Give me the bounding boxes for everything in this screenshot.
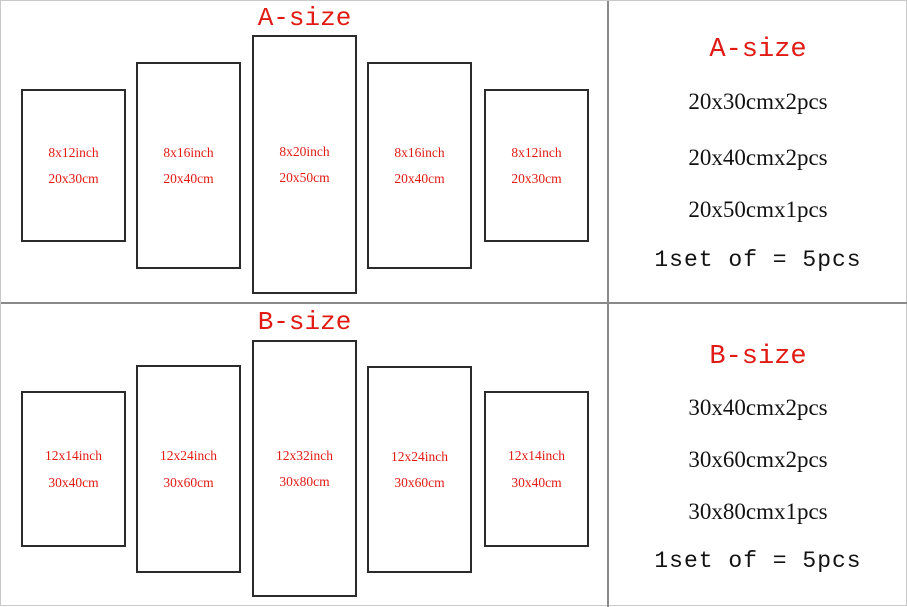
vertical-divider	[607, 1, 609, 607]
spec-b-line-2: 30x60cmx2pcs	[688, 447, 828, 472]
panel-b-5-cm: 30x40cm	[511, 474, 562, 490]
panel-a-3: 8x20inch 20x50cm	[252, 35, 357, 294]
panel-a-5-inch: 8x12inch	[511, 144, 562, 160]
panel-b-1: 12x14inch 30x40cm	[21, 391, 126, 547]
panel-a-1-inch: 8x12inch	[48, 144, 99, 160]
panel-a-3-cm: 20x50cm	[279, 170, 330, 185]
spec-b-title: B-size	[709, 342, 807, 372]
section-b-size: B-size 12x14inch 30x40cm 12x24inch 30x60…	[1, 304, 907, 607]
panel-b-3-cm: 30x80cm	[279, 474, 330, 489]
panel-b-1-inch: 12x14inch	[45, 448, 102, 463]
panel-a-2-cm: 20x40cm	[163, 171, 214, 186]
panel-a-4-inch: 8x16inch	[394, 144, 445, 160]
spec-b-line-1: 30x40cmx2pcs	[688, 395, 828, 420]
spec-b-total: 1set of = 5pcs	[654, 548, 862, 574]
spec-a-line-1: 20x30cmx2pcs	[688, 89, 828, 114]
spec-a-line-2: 20x40cmx2pcs	[688, 145, 828, 170]
section-b-panels-area: B-size 12x14inch 30x40cm 12x24inch 30x60…	[1, 304, 608, 607]
panel-b-4-cm: 30x60cm	[394, 475, 445, 490]
panel-b-2-cm: 30x60cm	[163, 474, 214, 490]
panel-a-1-cm: 20x30cm	[48, 171, 99, 186]
spec-b-line-3: 30x80cmx1pcs	[688, 499, 828, 524]
horizontal-divider	[1, 302, 907, 304]
panel-b-4-inch: 12x24inch	[391, 448, 448, 464]
panel-b-5-inch: 12x14inch	[508, 448, 565, 463]
panel-b-2: 12x24inch 30x60cm	[136, 365, 241, 573]
panel-b-4: 12x24inch 30x60cm	[367, 366, 472, 573]
panel-b-1-cm: 30x40cm	[48, 474, 99, 490]
panel-a-4: 8x16inch 20x40cm	[367, 62, 472, 269]
panel-a-4-cm: 20x40cm	[394, 171, 445, 186]
section-a-panels-area: A-size 8x12inch 20x30cm 8x16inch 20x40cm…	[1, 1, 608, 302]
panel-b-5: 12x14inch 30x40cm	[484, 391, 589, 547]
panel-a-2-inch: 8x16inch	[163, 144, 214, 160]
section-a-title: A-size	[257, 3, 352, 33]
spec-a-title: A-size	[709, 35, 807, 65]
spec-a-line-3: 20x50cmx1pcs	[688, 197, 828, 222]
section-a-specs-area: A-size 20x30cmx2pcs 20x40cmx2pcs 20x50cm…	[609, 1, 907, 302]
panel-b-3: 12x32inch 30x80cm	[252, 340, 357, 597]
panel-b-3-inch: 12x32inch	[276, 447, 333, 463]
panel-a-5: 8x12inch 20x30cm	[484, 89, 589, 242]
section-b-specs-area: B-size 30x40cmx2pcs 30x60cmx2pcs 30x80cm…	[609, 304, 907, 607]
panel-a-5-cm: 20x30cm	[511, 171, 562, 186]
panel-b-2-inch: 12x24inch	[160, 448, 217, 463]
spec-a-total: 1set of = 5pcs	[654, 247, 862, 273]
panel-a-3-inch: 8x20inch	[279, 143, 330, 159]
panel-a-2: 8x16inch 20x40cm	[136, 62, 241, 269]
panel-a-1: 8x12inch 20x30cm	[21, 89, 126, 242]
section-a-size: A-size 8x12inch 20x30cm 8x16inch 20x40cm…	[1, 1, 907, 302]
section-b-title: B-size	[257, 307, 352, 337]
